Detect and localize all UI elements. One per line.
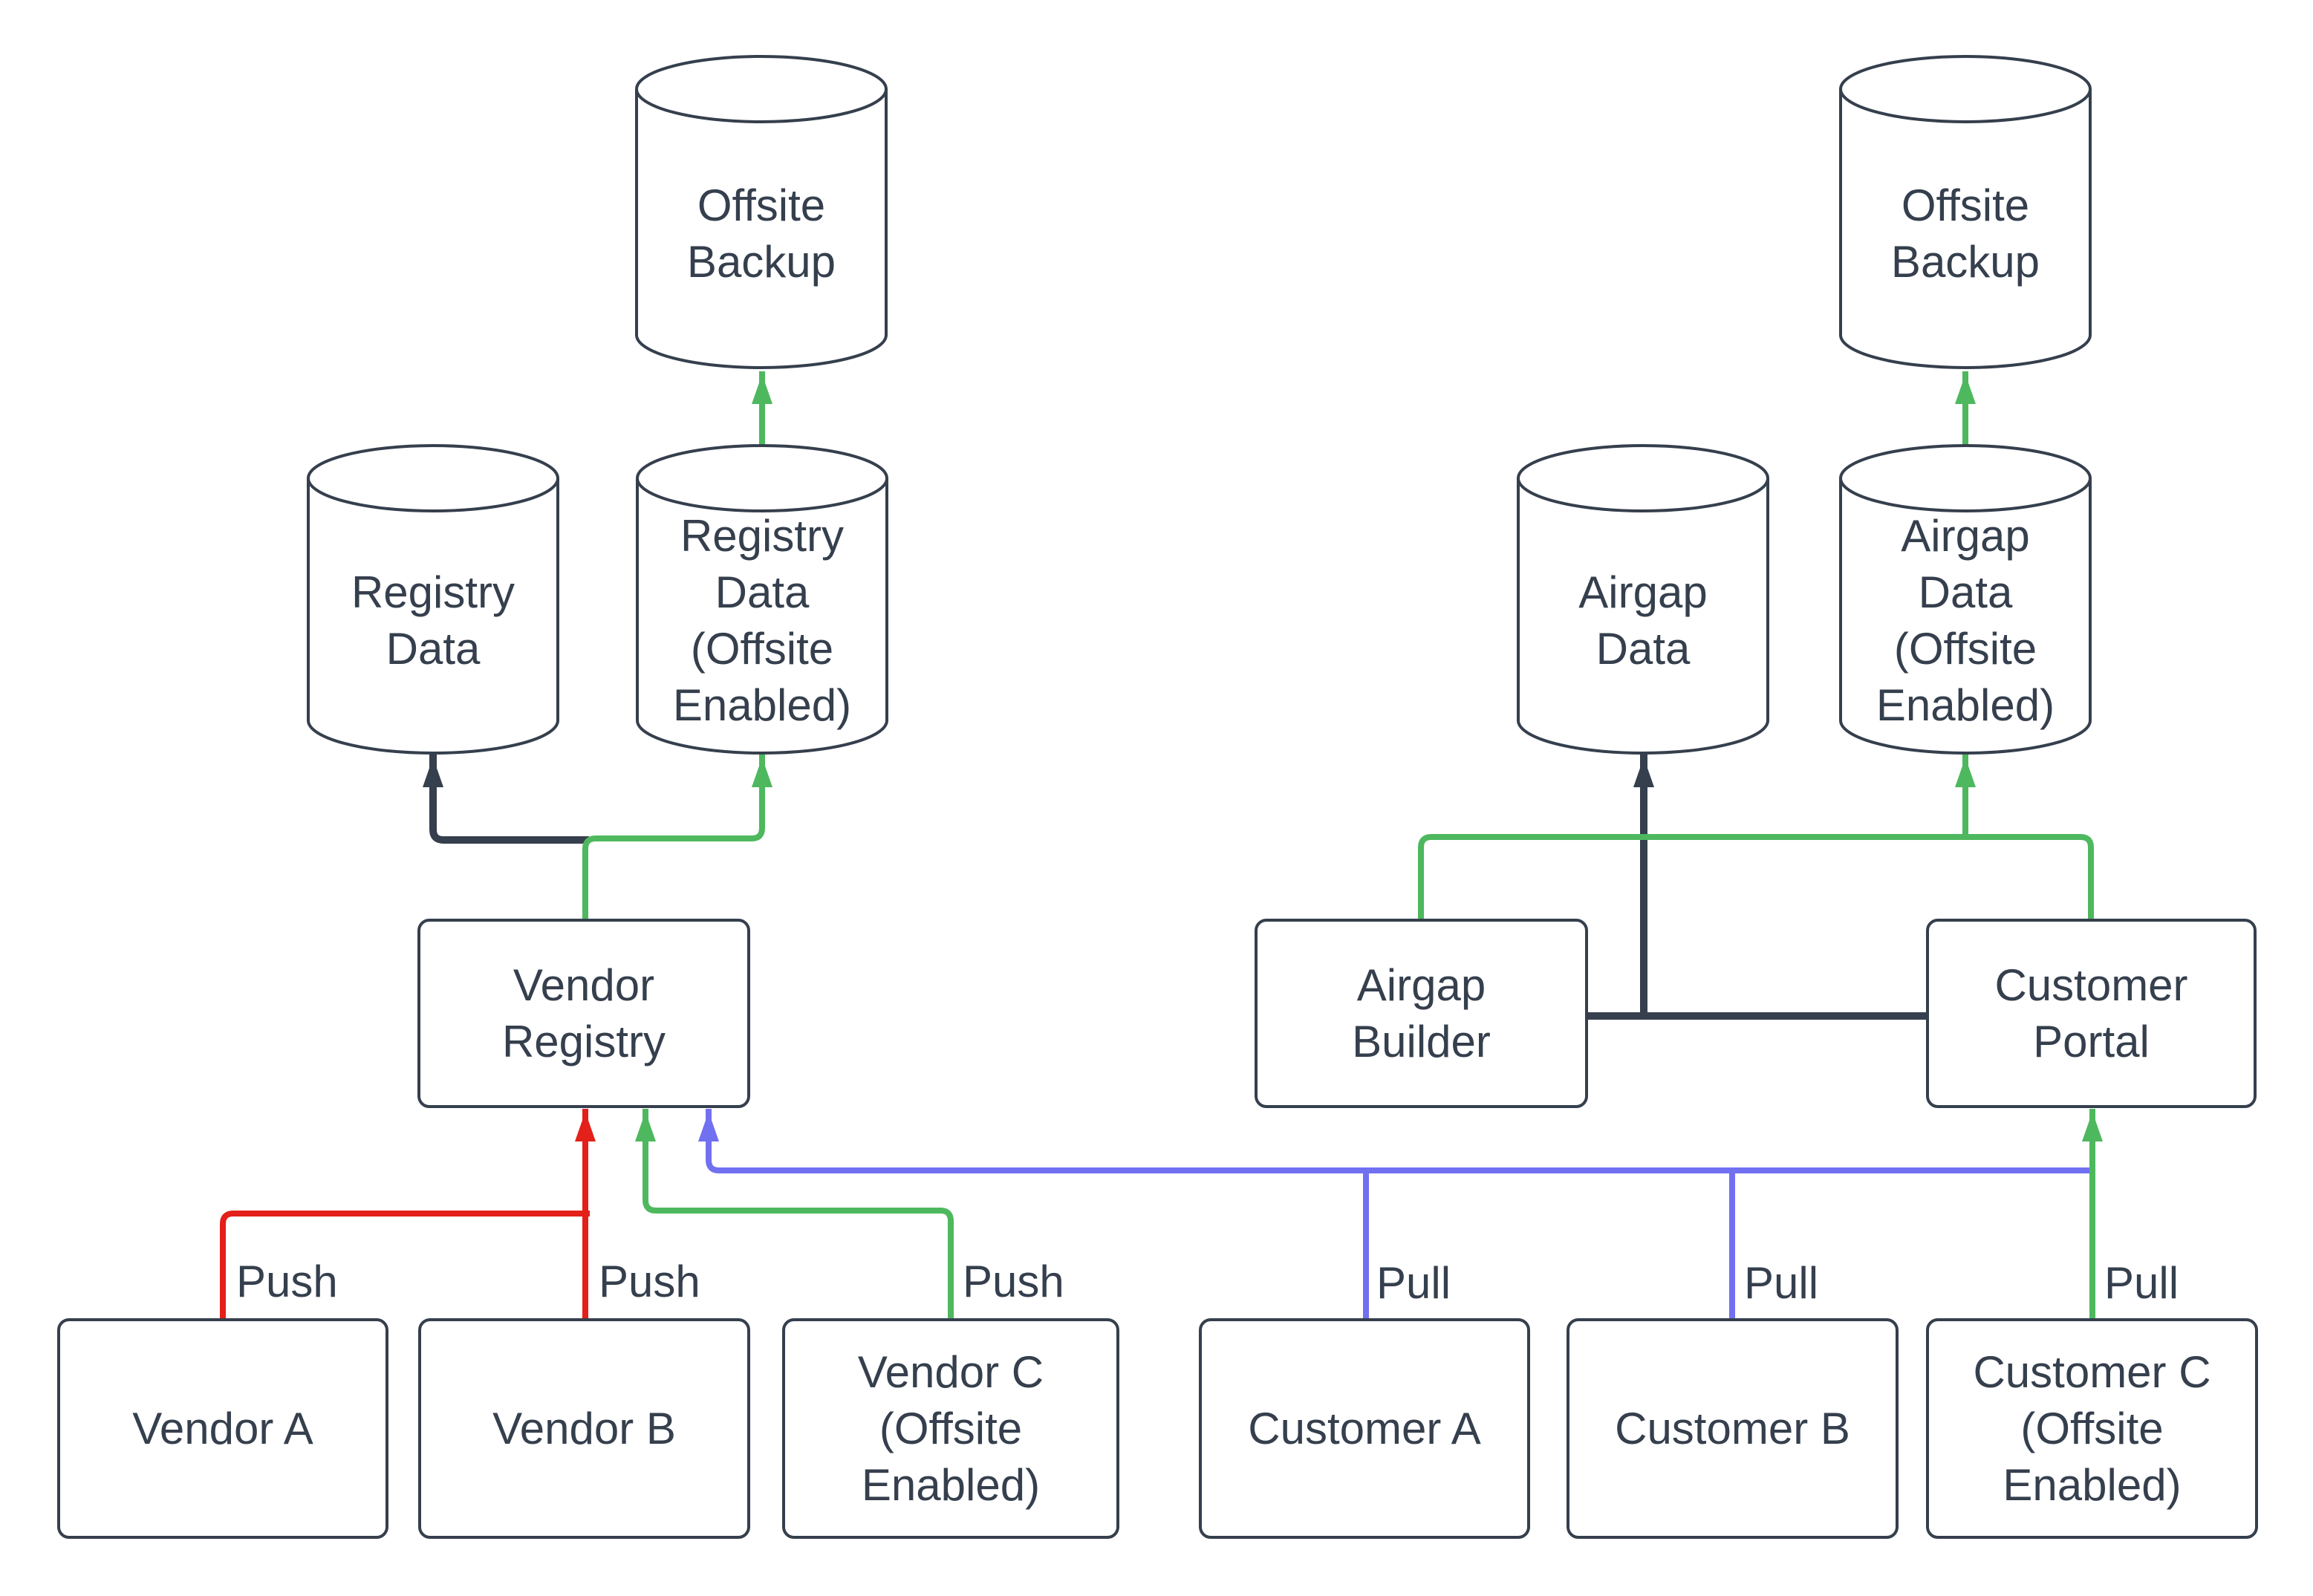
node-label: Customer B bbox=[1615, 1403, 1850, 1453]
edge-customers-to-vendor-registry bbox=[698, 1109, 2095, 1173]
node-customer-b: Customer B bbox=[1567, 1318, 1899, 1539]
node-label: Vendor B bbox=[492, 1403, 676, 1453]
node-registry-data-offsite: Registry Data (Offsite Enabled) bbox=[636, 443, 888, 755]
node-label: Customer A bbox=[1248, 1403, 1481, 1453]
edge-label-push-vendor-c: Push bbox=[963, 1257, 1064, 1306]
edge-vendor-a-to-vendor-registry bbox=[220, 1211, 590, 1321]
edge-label-pull-customer-b: Pull bbox=[1744, 1258, 1819, 1308]
node-label: Airgap Data (Offsite Enabled) bbox=[1876, 511, 2055, 730]
cylinder-icon bbox=[307, 444, 559, 755]
edge-label-pull-customer-a: Pull bbox=[1376, 1258, 1451, 1308]
cylinder-icon bbox=[1839, 55, 2092, 369]
node-label: Offsite Backup bbox=[1890, 180, 2040, 287]
node-vendor-c: Vendor C (Offsite Enabled) bbox=[782, 1318, 1119, 1539]
node-label: Registry Data bbox=[351, 567, 515, 674]
node-label: Customer Portal bbox=[1994, 960, 2188, 1066]
node-customer-portal: Customer Portal bbox=[1926, 919, 2257, 1108]
node-offsite-backup-right: Offsite Backup bbox=[1839, 53, 2092, 369]
node-label: Offsite Backup bbox=[686, 180, 836, 287]
node-airgap-builder: Airgap Builder bbox=[1255, 919, 1588, 1108]
cylinder-icon bbox=[1517, 444, 1769, 755]
edge-vendor-registry-to-registry-data-offsite bbox=[582, 755, 772, 922]
node-label: Vendor A bbox=[132, 1403, 313, 1453]
cylinder-icon bbox=[636, 444, 888, 755]
node-label: Airgap Builder bbox=[1352, 960, 1491, 1066]
node-airgap-data-offsite: Airgap Data (Offsite Enabled) bbox=[1839, 443, 2092, 755]
edge-label-pull-customer-c: Pull bbox=[2104, 1258, 2179, 1308]
node-label: Customer C (Offsite Enabled) bbox=[1973, 1346, 2211, 1510]
node-label: Vendor Registry bbox=[501, 960, 666, 1066]
node-vendor-registry: Vendor Registry bbox=[417, 919, 750, 1108]
cylinder-icon bbox=[635, 55, 888, 369]
node-label: Registry Data (Offsite Enabled) bbox=[672, 511, 852, 730]
node-offsite-backup-left: Offsite Backup bbox=[635, 53, 888, 369]
node-customer-a: Customer A bbox=[1199, 1318, 1530, 1539]
cylinder-icon bbox=[1839, 444, 2092, 755]
node-customer-c: Customer C (Offsite Enabled) bbox=[1926, 1318, 2258, 1539]
node-registry-data: Registry Data bbox=[307, 443, 559, 755]
node-label: Airgap Data bbox=[1578, 567, 1708, 674]
edge-label-push-vendor-b: Push bbox=[599, 1257, 700, 1306]
node-label: Vendor C (Offsite Enabled) bbox=[857, 1346, 1044, 1510]
edge-vendor-registry-to-registry-data bbox=[423, 754, 589, 844]
node-vendor-b: Vendor B bbox=[418, 1318, 750, 1539]
edge-label-push-vendor-a: Push bbox=[236, 1257, 338, 1306]
edge-vendor-c-to-vendor-registry bbox=[635, 1109, 954, 1321]
edge-builders-trunk-to-airgap-data-offsite bbox=[1418, 834, 2094, 922]
node-vendor-a: Vendor A bbox=[57, 1318, 388, 1539]
node-airgap-data: Airgap Data bbox=[1517, 443, 1769, 755]
